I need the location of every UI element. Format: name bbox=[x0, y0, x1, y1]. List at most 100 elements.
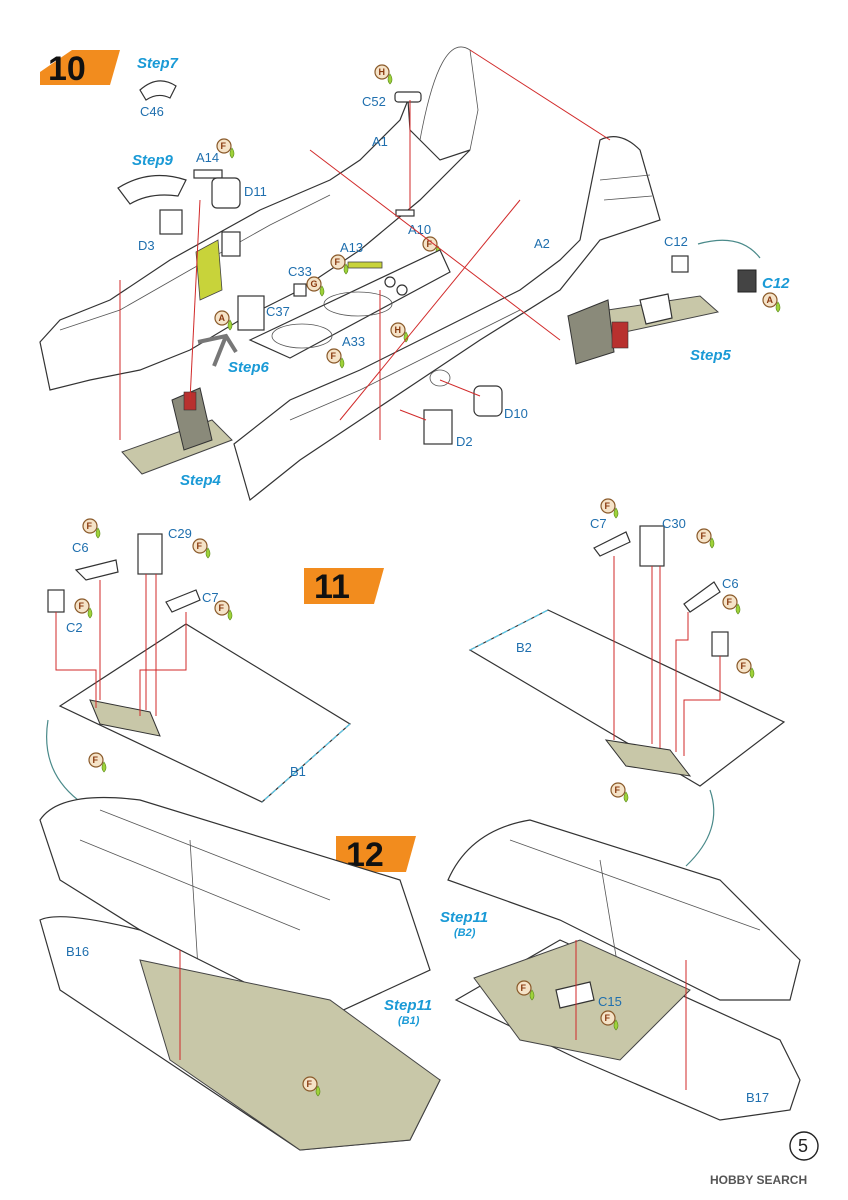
step-banner bbox=[40, 50, 120, 85]
rear-seat-cushion bbox=[611, 321, 629, 349]
part-shape-a13 bbox=[347, 261, 383, 269]
step-ref-7: Step7 bbox=[137, 55, 179, 72]
svg-text:F: F bbox=[741, 661, 747, 671]
fuselage-panel-line bbox=[289, 309, 521, 421]
fuselage-panel-line bbox=[59, 194, 331, 331]
step-ref-11-b2-sub: (B2) bbox=[454, 927, 476, 939]
step-ref-11-b1-sub: (B1) bbox=[398, 1015, 420, 1027]
part-label-c15: C15 bbox=[598, 994, 622, 1009]
control-column-step6 bbox=[197, 333, 238, 367]
color-badge: A bbox=[214, 310, 233, 331]
color-badge: F bbox=[82, 518, 101, 539]
step-number: 11 bbox=[314, 568, 350, 606]
svg-text:F: F bbox=[427, 239, 433, 249]
fuselage-window bbox=[429, 369, 451, 387]
color-badge: H bbox=[390, 322, 409, 343]
paint-drop-icon bbox=[229, 147, 235, 159]
cockpit-floor-step4 bbox=[121, 419, 233, 475]
part-label-a13: A13 bbox=[340, 240, 363, 255]
part-shape-d11 bbox=[211, 177, 241, 209]
color-badge: F bbox=[192, 538, 211, 559]
part-label-c6: C6 bbox=[72, 540, 89, 555]
part-shape-c7 bbox=[165, 589, 201, 613]
color-badge: F bbox=[610, 782, 629, 803]
part-shape-c52 bbox=[394, 91, 422, 103]
part-shape-c2-right bbox=[711, 631, 729, 657]
color-badge: F bbox=[214, 600, 233, 621]
rotate-arrow bbox=[685, 789, 715, 867]
part-shape-a14 bbox=[193, 169, 223, 179]
svg-text:F: F bbox=[331, 351, 337, 361]
svg-text:F: F bbox=[701, 531, 707, 541]
paint-drop-icon bbox=[339, 357, 345, 369]
svg-text:F: F bbox=[727, 597, 733, 607]
svg-text:F: F bbox=[219, 603, 225, 613]
svg-text:H: H bbox=[395, 325, 402, 335]
part-label-a2: A2 bbox=[534, 236, 550, 251]
color-badge: F bbox=[600, 498, 619, 519]
color-badge: F bbox=[326, 348, 345, 369]
cockpit-sidewall-detail bbox=[195, 239, 223, 301]
rotate-arrow bbox=[697, 239, 761, 259]
paint-drop-icon bbox=[95, 527, 101, 539]
step-banner bbox=[336, 836, 416, 872]
part-label-a14: A14 bbox=[196, 150, 219, 165]
color-badge: F bbox=[74, 598, 93, 619]
page-number-circle bbox=[789, 1131, 819, 1161]
part-label-d10: D10 bbox=[504, 406, 528, 421]
part-shape-d3 bbox=[159, 209, 183, 235]
part-shape-c46 bbox=[139, 80, 177, 101]
part-label-d11: D11 bbox=[244, 184, 267, 199]
paint-drop-icon bbox=[387, 73, 393, 85]
part-label-c2: C2 bbox=[66, 620, 83, 635]
part-shape-c37 bbox=[237, 295, 265, 331]
color-badge: F bbox=[722, 594, 741, 615]
part-label-c29: C29 bbox=[168, 526, 192, 541]
step-10-header: 10 bbox=[40, 50, 120, 88]
svg-text:A: A bbox=[219, 313, 226, 323]
rear-bulkhead bbox=[567, 299, 615, 365]
part-label-c6-right: C6 bbox=[722, 576, 739, 591]
wheel-well-frame bbox=[604, 739, 692, 777]
paint-drop-icon bbox=[613, 507, 619, 519]
assembly-arrows-step11-left bbox=[55, 574, 187, 716]
part-shape-c2 bbox=[47, 589, 65, 613]
floor-opening bbox=[323, 291, 393, 317]
fuselage-right-half-a2 bbox=[233, 136, 661, 502]
paint-drop-icon bbox=[343, 263, 349, 275]
part-shape-c6-right bbox=[683, 581, 721, 613]
color-badge: G bbox=[306, 276, 325, 297]
color-badge: F bbox=[736, 658, 755, 679]
color-badge: F bbox=[216, 138, 235, 159]
svg-text:F: F bbox=[605, 1013, 611, 1023]
paint-drop-icon bbox=[101, 761, 107, 773]
part-label-b16: B16 bbox=[66, 944, 89, 959]
color-badge: F bbox=[516, 980, 535, 1001]
step-banner bbox=[304, 568, 384, 604]
part-shape-d2 bbox=[423, 409, 453, 445]
part-label-d2: D2 bbox=[456, 434, 473, 449]
svg-text:G: G bbox=[311, 279, 318, 289]
paint-drop-icon bbox=[87, 607, 93, 619]
step-number: 10 bbox=[48, 50, 86, 88]
part-shape-c29 bbox=[137, 533, 163, 575]
part-label-b1: B1 bbox=[290, 764, 306, 779]
part-label-c30: C30 bbox=[662, 516, 686, 531]
part-shape-c6 bbox=[74, 559, 119, 581]
paint-drop-icon bbox=[319, 285, 325, 297]
part-label-c7-right: C7 bbox=[590, 516, 607, 531]
paint-drop-icon bbox=[227, 609, 233, 621]
antenna-mast bbox=[419, 46, 479, 151]
step-ref-11-b1: Step11 bbox=[384, 997, 432, 1014]
part-label-c52: C52 bbox=[362, 94, 386, 109]
step-ref-11-b2: Step11 bbox=[440, 909, 488, 926]
svg-text:A: A bbox=[767, 295, 774, 305]
paint-drop-icon bbox=[403, 331, 409, 343]
svg-text:F: F bbox=[615, 785, 621, 795]
color-badge: F bbox=[696, 528, 715, 549]
part-label-a1: A1 bbox=[372, 134, 388, 149]
svg-text:F: F bbox=[307, 1079, 313, 1089]
svg-text:F: F bbox=[93, 755, 99, 765]
svg-text:F: F bbox=[221, 141, 227, 151]
part-shape-c12 bbox=[671, 255, 689, 273]
